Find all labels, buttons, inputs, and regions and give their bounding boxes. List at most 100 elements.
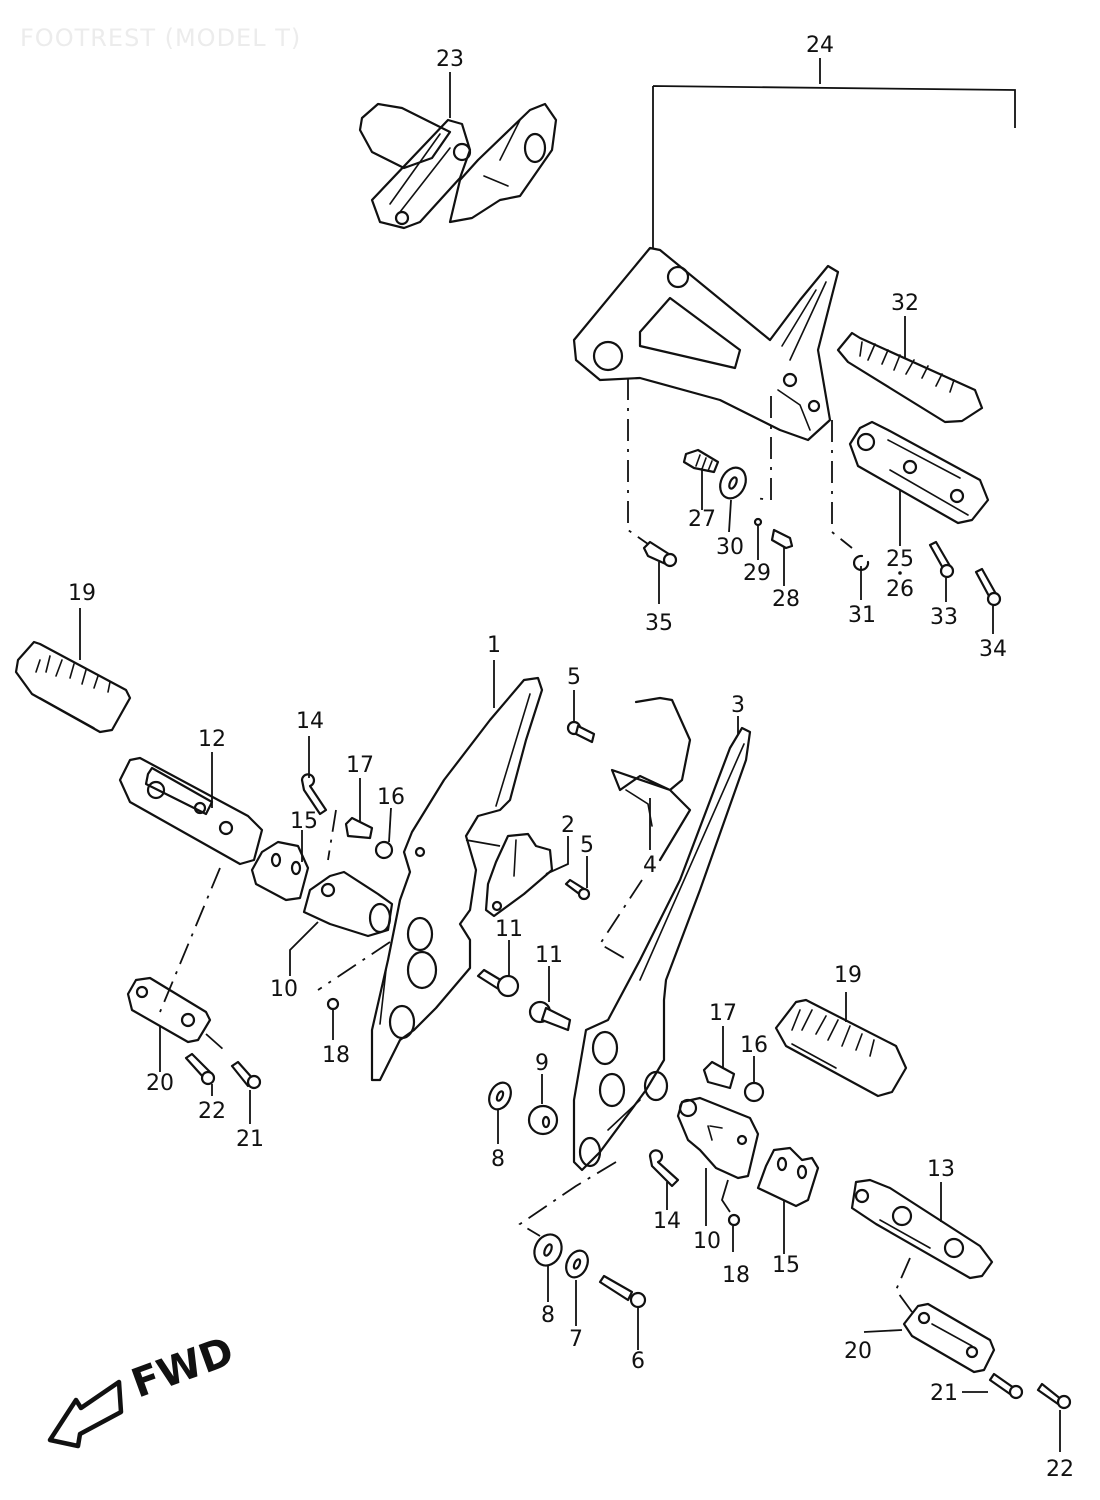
part-20-left: [126, 976, 212, 1044]
part-2-bracket: [484, 832, 554, 918]
callout-17b: 17: [709, 1001, 737, 1026]
fwd-arrow-icon: [47, 1379, 124, 1449]
part-13-footpeg-right: [850, 1178, 994, 1280]
callout-6: 6: [631, 1349, 645, 1374]
part-21-bolt-right: [988, 1372, 1024, 1400]
callout-12: 12: [198, 727, 226, 752]
part-5-screw-upper: [566, 720, 596, 744]
diagram-title: FOOTREST (MODEL T): [20, 24, 302, 52]
callout-22a: 22: [198, 1099, 226, 1124]
callout-3: 3: [731, 693, 745, 718]
part-19-footpeg-rubber-right: [774, 998, 908, 1098]
part-17-right: [702, 1060, 736, 1090]
part-9-bush: [527, 1104, 559, 1136]
callout-9: 9: [535, 1051, 549, 1076]
part-18-left: [326, 997, 340, 1011]
callout-18a: 18: [322, 1043, 350, 1068]
callout-21b: 21: [930, 1381, 958, 1406]
callout-32: 32: [891, 291, 919, 316]
callout-19b: 19: [834, 963, 862, 988]
part-8-washer-lower: [533, 1233, 563, 1267]
leader-30: [728, 499, 732, 533]
callout-35: 35: [645, 611, 673, 636]
callout-33: 33: [930, 605, 958, 630]
callout-8a: 8: [491, 1147, 505, 1172]
part-16-left: [374, 840, 394, 860]
callout-5b: 5: [580, 833, 594, 858]
callout-13: 13: [927, 1157, 955, 1182]
leader-16a: [388, 807, 392, 843]
leader-24: [652, 58, 1016, 248]
callout-16a: 16: [377, 785, 405, 810]
part-31-clip: [853, 554, 870, 571]
fwd-direction-indicator: FWD: [47, 1328, 240, 1449]
callout-8b: 8: [541, 1303, 555, 1328]
part-28-spring: [770, 528, 794, 550]
callout-16b: 16: [740, 1033, 768, 1058]
part-19-footpeg-rubber-left: [14, 640, 132, 734]
callout-18b: 18: [722, 1263, 750, 1288]
callout-20a: 20: [146, 1071, 174, 1096]
leader-10b-to-18: [721, 1179, 731, 1213]
part-11-bolt-b: [528, 1000, 572, 1032]
leader-10a: [289, 921, 319, 976]
part-4-heel-plate: [610, 696, 692, 862]
dash-line-13-20: [894, 1257, 913, 1313]
fwd-label: FWD: [126, 1328, 240, 1407]
callout-29: 29: [743, 561, 771, 586]
part-34-bolt: [974, 567, 1002, 607]
callout-27: 27: [688, 507, 716, 532]
part-27-bolt: [682, 448, 720, 474]
callout-19a: 19: [68, 581, 96, 606]
part-21-bolt-left: [230, 1060, 262, 1090]
dash-line-20-left: [205, 1033, 225, 1051]
dash-line-35: [627, 378, 649, 545]
part-22-bolt-left: [184, 1052, 216, 1086]
part-14-pin-left: [300, 773, 328, 816]
callout-21a: 21: [236, 1127, 264, 1152]
callout-22b: 22: [1046, 1457, 1074, 1482]
part-22-bolt-right: [1036, 1382, 1072, 1410]
part-15-right: [756, 1146, 820, 1208]
callout-24: 24: [806, 33, 834, 58]
callout-25-26-dot: [898, 571, 902, 575]
callout-28: 28: [772, 587, 800, 612]
part-12-footpeg-left: [118, 756, 264, 866]
leader-20b: [863, 1329, 903, 1333]
callout-23: 23: [436, 47, 464, 72]
part-23-bracket: [358, 102, 558, 230]
callout-15a: 15: [290, 809, 318, 834]
dash-line-31: [831, 420, 853, 549]
callout-4: 4: [643, 853, 657, 878]
part-29-ball: [753, 517, 763, 527]
callout-34: 34: [979, 637, 1007, 662]
part-25-26-footpeg: [848, 420, 990, 525]
part-10-left: [302, 870, 394, 938]
leader-2-to-1: [465, 839, 501, 847]
callout-14a: 14: [296, 709, 324, 734]
callout-10a: 10: [270, 977, 298, 1002]
dash-line-3-8: [518, 1161, 617, 1237]
callout-10b: 10: [693, 1229, 721, 1254]
part-3-bracket: [572, 726, 752, 1172]
callout-15b: 15: [772, 1253, 800, 1278]
callout-25: 25: [886, 547, 914, 572]
callout-11a: 11: [495, 917, 523, 942]
callout-11b: 11: [535, 943, 563, 968]
part-20-right: [902, 1302, 996, 1374]
part-18-right: [727, 1213, 741, 1227]
dash-line-18-left: [317, 941, 391, 991]
part-7-washer: [565, 1249, 589, 1279]
part-30-washer: [719, 466, 747, 500]
callout-17a: 17: [346, 753, 374, 778]
part-1-bracket: [370, 676, 544, 1082]
part-33-bolt: [928, 540, 955, 579]
part-8-washer-upper: [488, 1081, 512, 1111]
dash-line-14-left: [327, 809, 337, 861]
part-16-right: [743, 1081, 765, 1103]
part-24-bracket: [572, 246, 840, 442]
callout-30: 30: [716, 535, 744, 560]
part-11-bolt-a: [476, 968, 520, 998]
part-17-left: [344, 816, 374, 840]
